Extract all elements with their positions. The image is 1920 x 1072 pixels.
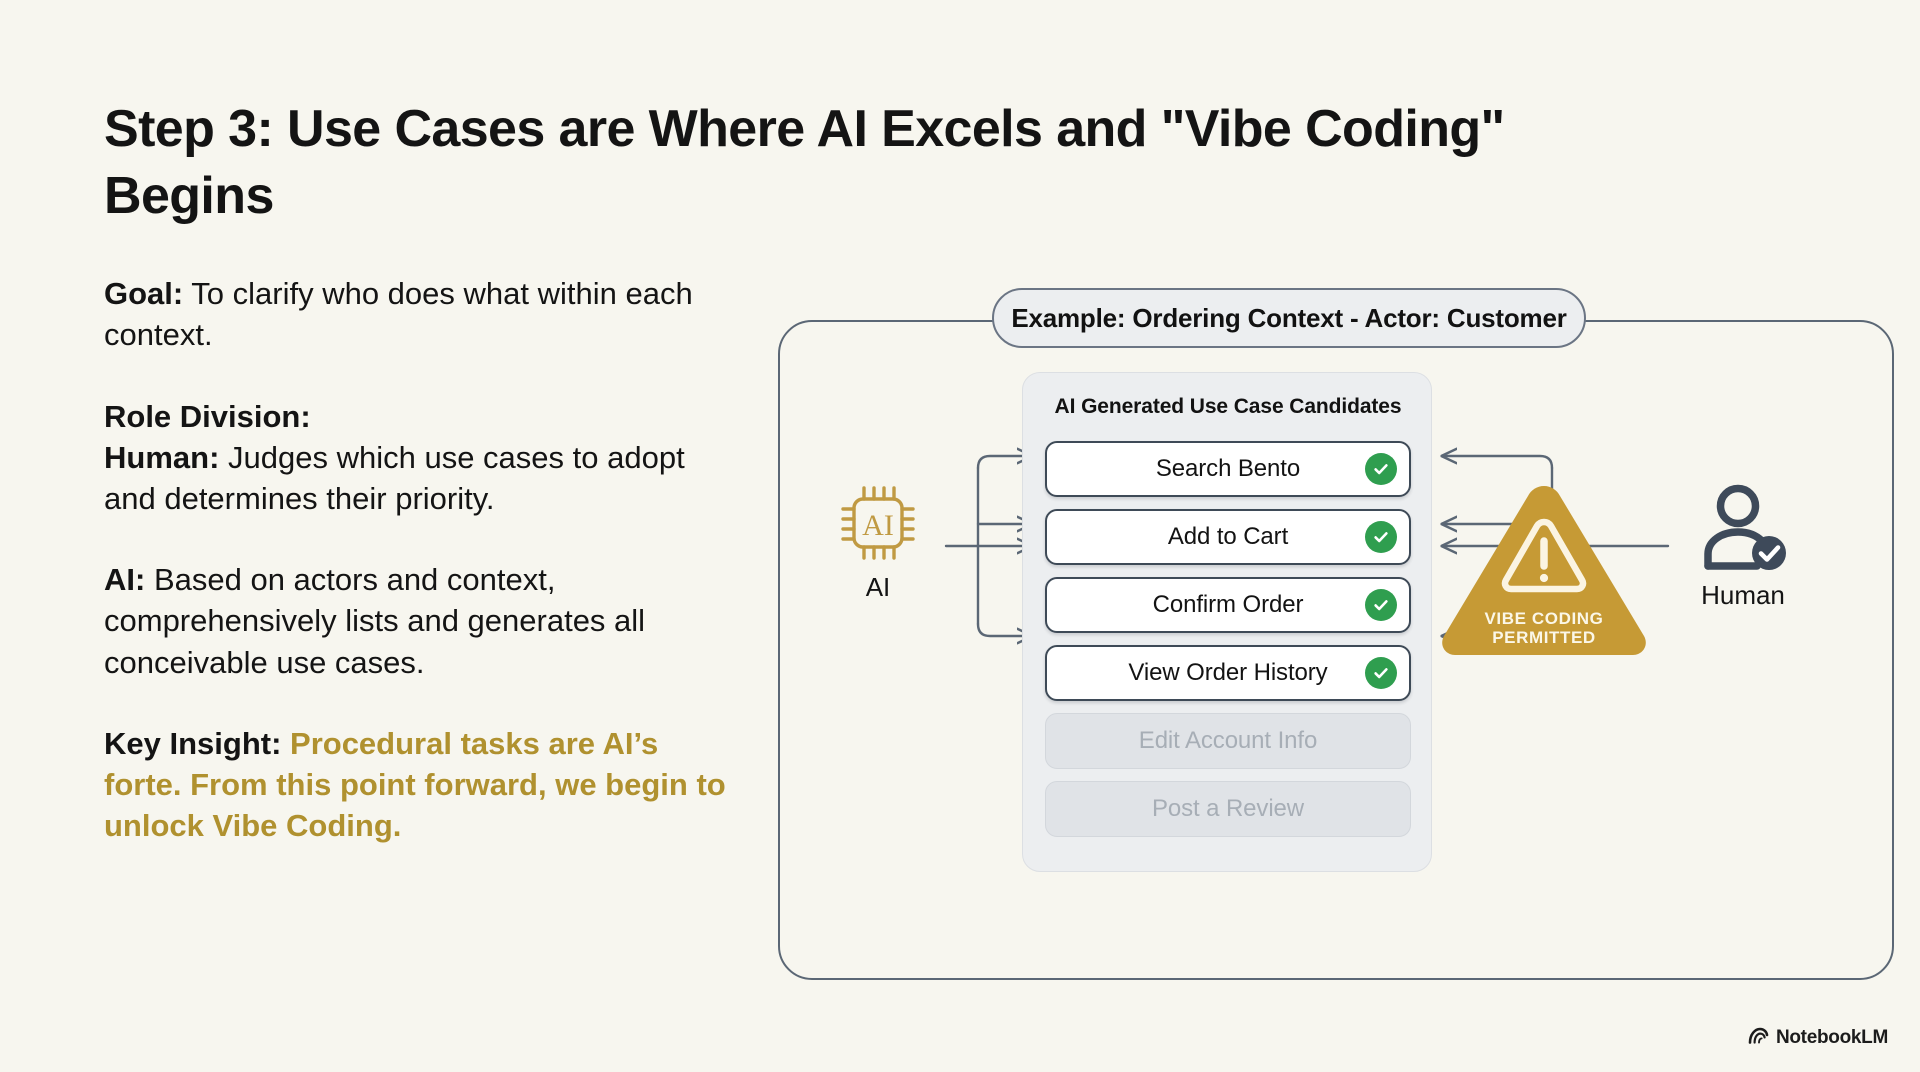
role-division-heading: Role Division:: [104, 396, 744, 437]
notebooklm-logo-icon: [1748, 1026, 1769, 1050]
use-case-candidates-panel: AI Generated Use Case Candidates Search …: [1022, 372, 1432, 872]
ai-actor-node: AI AI: [812, 480, 944, 603]
ai-chip-icon: AI: [812, 480, 944, 566]
key-insight-text: Procedural tasks are AI’s forte. From th…: [104, 725, 726, 844]
warning-label: VIBE CODING PERMITTED: [1430, 609, 1658, 648]
check-circle-icon: [1365, 657, 1397, 689]
warning-label-line2: PERMITTED: [1492, 628, 1596, 648]
svg-text:AI: AI: [862, 509, 894, 542]
ai-role-paragraph: AI: Based on actors and context, compreh…: [104, 559, 744, 683]
ai-node-label: AI: [865, 572, 891, 602]
key-insight-paragraph: Key Insight: Procedural tasks are AI’s f…: [104, 723, 744, 847]
use-case-label: Confirm Order: [1152, 591, 1304, 618]
use-case-card-disabled: Edit Account Info: [1045, 713, 1411, 769]
left-content-column: Step 3: Use Cases are Where AI Excels an…: [104, 96, 1505, 847]
human-actor-node: Human: [1668, 482, 1818, 611]
use-case-card[interactable]: Add to Cart: [1045, 509, 1411, 565]
check-circle-icon: [1365, 521, 1397, 553]
notebooklm-logo-text: NotebookLM: [1775, 1027, 1888, 1048]
use-case-card[interactable]: Confirm Order: [1045, 577, 1411, 633]
human-person-icon: [1668, 482, 1818, 578]
use-case-label: Post a Review: [1151, 795, 1305, 822]
warning-label-line1: VIBE CODING: [1484, 608, 1604, 628]
context-header-label: Example: Ordering Context - Actor: Custo…: [1011, 302, 1567, 333]
role-division-label: Role Division:: [104, 398, 311, 434]
context-header-pill: Example: Ordering Context - Actor: Custo…: [992, 288, 1586, 348]
use-case-card[interactable]: View Order History: [1045, 645, 1411, 701]
human-node-label: Human: [1701, 580, 1785, 610]
goal-paragraph: Goal: To clarify who does what within ea…: [104, 273, 744, 355]
human-role-paragraph: Human: Judges which use cases to adopt a…: [104, 437, 744, 519]
goal-label: Goal:: [104, 276, 184, 312]
check-circle-icon: [1365, 453, 1397, 485]
use-case-label: Edit Account Info: [1138, 727, 1318, 754]
use-case-card-list: Search Bento Add to Cart: [1045, 441, 1411, 849]
wire-ai-to-card-1: [976, 456, 1032, 470]
use-case-label: Search Bento: [1155, 455, 1301, 482]
wire-ai-to-card-4: [976, 622, 1032, 636]
goal-text: To clarify who does what within each con…: [104, 276, 693, 353]
use-case-card[interactable]: Search Bento: [1045, 441, 1411, 497]
use-case-diagram: Example: Ordering Context - Actor: Custo…: [770, 288, 1900, 1000]
ai-role-text: Based on actors and context, comprehensi…: [104, 562, 646, 680]
wire-human-to-card-1: [1442, 456, 1554, 470]
vibe-coding-warning-node: VIBE CODING PERMITTED: [1430, 476, 1658, 662]
warning-triangle-icon: [1442, 486, 1646, 655]
use-case-label: View Order History: [1128, 659, 1328, 686]
human-role-label: Human:: [104, 439, 220, 475]
check-circle-icon: [1365, 589, 1397, 621]
notebooklm-footer: NotebookLM: [1748, 1026, 1888, 1050]
use-case-card-disabled: Post a Review: [1045, 781, 1411, 837]
page-title: Step 3: Use Cases are Where AI Excels an…: [104, 100, 1505, 225]
key-insight-label: Key Insight:: [104, 725, 282, 761]
use-case-label: Add to Cart: [1167, 523, 1289, 550]
panel-title: AI Generated Use Case Candidates: [1054, 395, 1402, 418]
body-text-block: Goal: To clarify who does what within ea…: [104, 273, 744, 846]
ai-role-label: AI:: [104, 562, 146, 598]
human-role-text: Judges which use cases to adopt and dete…: [104, 439, 685, 516]
